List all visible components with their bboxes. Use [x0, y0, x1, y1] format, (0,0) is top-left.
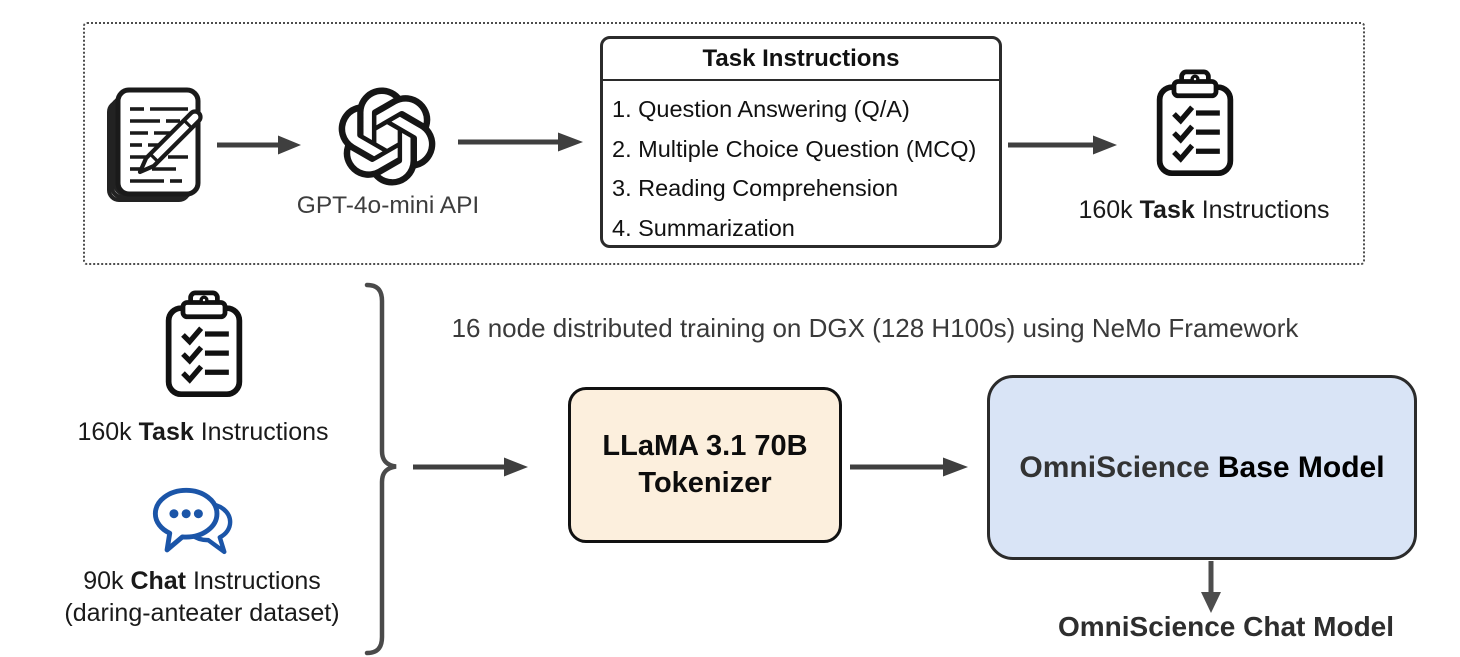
task-item-qa: 1. Question Answering (Q/A): [612, 96, 910, 122]
tokenizer-box: LLaMA 3.1 70B Tokenizer: [568, 387, 842, 543]
label-prefix: 90k: [83, 567, 131, 595]
arrow-right-icon: [413, 457, 528, 477]
arrow-right-icon: [458, 132, 583, 152]
label-bold: Task: [1139, 196, 1195, 224]
training-note: 16 node distributed training on DGX (128…: [451, 313, 1299, 343]
task-output-label: 160k Task Instructions: [1055, 196, 1353, 225]
arrow-right-icon: [217, 135, 301, 155]
label-suffix: Instructions: [1194, 196, 1330, 224]
tokenizer-line1: LLaMA 3.1 70B: [602, 430, 808, 462]
gpt-api-label-text: GPT-4o-mini API: [296, 192, 480, 219]
chat-model-label: OmniScience Chat Model: [1057, 611, 1395, 642]
label-suffix: Instructions: [193, 418, 329, 446]
tokenizer-line2: Tokenizer: [638, 467, 772, 499]
base-model-box-label: OmniScience Base Model: [1019, 451, 1384, 485]
label-bold: Task: [138, 418, 194, 446]
clipboard-checklist-icon: [1152, 68, 1238, 179]
label-prefix: 160k: [77, 418, 139, 446]
label-bold: Chat: [130, 567, 187, 595]
chat-bubbles-icon: [152, 487, 233, 555]
task-instructions-list: 1. Question Answering (Q/A) 2. Multiple …: [603, 81, 999, 248]
label-bold: Base Model: [1217, 450, 1385, 484]
task-item-reading: 3. Reading Comprehension: [612, 175, 899, 201]
curly-brace-icon: [364, 282, 397, 656]
tokenizer-box-label: LLaMA 3.1 70B Tokenizer: [602, 428, 807, 502]
instruction-generation-group: [83, 22, 1365, 265]
task-item-summarization: 4. Summarization: [612, 214, 795, 241]
chat-input-label: 90k Chat Instructions (daring-anteater d…: [22, 565, 382, 629]
clipboard-checklist-icon: [161, 289, 247, 400]
label-prefix: OmniScience: [1019, 450, 1218, 484]
label-suffix: Instructions: [186, 567, 321, 595]
label-prefix: 160k: [1078, 196, 1140, 224]
arrow-down-icon: [1201, 561, 1221, 613]
task-input-label: 160k Task Instructions: [48, 418, 358, 447]
arrow-right-icon: [850, 457, 968, 477]
chat-input-line2: (daring-anteater dataset): [64, 599, 340, 627]
task-instructions-title: Task Instructions: [603, 39, 999, 81]
gpt-api-label: GPT-4o-mini API: [282, 192, 494, 220]
arrow-right-icon: [1008, 135, 1117, 155]
task-instructions-box: Task Instructions 1. Question Answering …: [600, 36, 1002, 248]
base-model-box: OmniScience Base Model: [987, 375, 1417, 560]
task-item-mcq: 2. Multiple Choice Question (MCQ): [612, 135, 977, 162]
openai-logo-icon: [338, 87, 436, 186]
chat-input-line1: 90k Chat Instructions: [22, 565, 382, 597]
documents-pencil-icon: [107, 87, 203, 202]
